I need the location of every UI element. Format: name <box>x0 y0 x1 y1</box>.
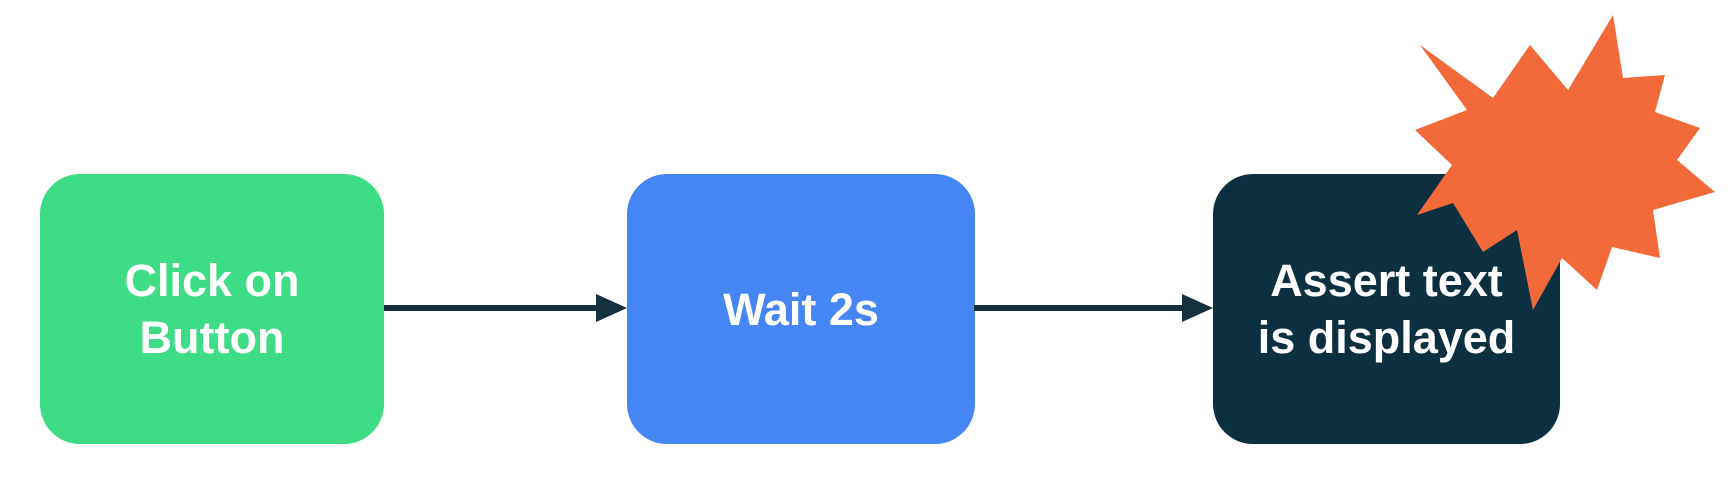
node-label-line: Click on <box>124 255 300 306</box>
connector-arrow-2 <box>974 294 1213 322</box>
node-label-line: Button <box>139 312 285 363</box>
node-label-line: is displayed <box>1257 312 1516 363</box>
node-label-line: Assert text <box>1270 255 1503 306</box>
connector-arrow-1 <box>384 294 627 322</box>
explosion-burst-icon <box>1415 15 1715 310</box>
arrow-head-icon <box>596 294 627 322</box>
starburst-shape <box>1415 15 1715 310</box>
node-click-on-button: Click on Button <box>40 174 384 444</box>
node-wait-2s: Wait 2s <box>627 174 975 444</box>
arrow-head-icon <box>1182 294 1213 322</box>
node-label-line: Wait 2s <box>723 283 879 335</box>
